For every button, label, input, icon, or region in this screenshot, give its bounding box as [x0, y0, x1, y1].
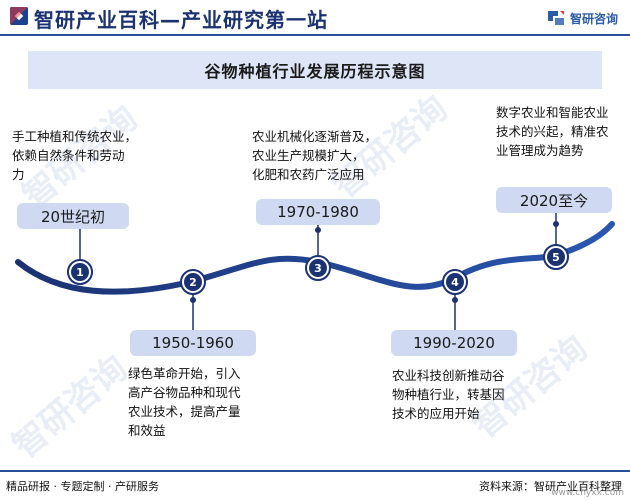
description-line: 手工种植和传统农业， [12, 129, 138, 144]
connector-dot-2 [190, 297, 196, 303]
milestone-description-2: 绿色革命开始，引入 高产谷物品种和现代 农业技术，提高产量 和效益 [128, 364, 241, 440]
header-divider [0, 34, 630, 36]
timeline-node-4 [446, 273, 464, 291]
footer-url[interactable]: www.chyxx.com [551, 488, 624, 498]
description-line: 农业机械化逐渐普及， [252, 129, 378, 144]
period-label-4: 1990-2020 [413, 334, 495, 352]
timeline-node-3 [309, 259, 327, 277]
timeline-node-number-1: 1 [76, 266, 84, 279]
period-label-2: 1950-1960 [152, 334, 234, 352]
description-line: 物种植行业，转基因 [392, 387, 505, 402]
milestone-pill-5: 2020至今 [496, 187, 612, 213]
timeline-node-number-4: 4 [451, 276, 459, 289]
description-line: 农业技术，提高产量 [128, 404, 241, 419]
footer-divider [0, 470, 630, 472]
period-label-1: 20世纪初 [40, 207, 106, 226]
description-line: 力 [12, 167, 25, 182]
description-line: 业管理成为趋势 [496, 143, 584, 158]
description-line: 化肥和农药广泛应用 [252, 167, 365, 182]
connector-dot-5 [553, 221, 559, 227]
milestone-description-3: 农业机械化逐渐普及， 农业生产规模扩大， 化肥和农药广泛应用 [252, 127, 377, 184]
connector-dot-4 [452, 297, 458, 303]
connector-dot-3 [315, 227, 321, 233]
logo-icon [545, 9, 566, 27]
footer-source: 资料来源：智研产业百科整理 [479, 480, 622, 493]
milestone-description-1: 手工种植和传统农业， 依赖自然条件和劳动 力 [12, 127, 137, 184]
milestone-pill-1: 20世纪初 [17, 203, 129, 229]
milestone-description-4: 农业科技创新推动谷 物种植行业，转基因 技术的应用开始 [392, 366, 505, 423]
description-line: 绿色革命开始，引入 [128, 366, 241, 381]
milestone-pill-2: 1950-1960 [130, 330, 256, 356]
description-line: 依赖自然条件和劳动 [12, 148, 125, 163]
period-label-5: 2020至今 [519, 191, 589, 210]
diagram-title: 谷物种植行业发展历程示意图 [204, 62, 426, 81]
milestone-description-5: 数字农业和智能农业 技术的兴起，精准农 业管理成为趋势 [496, 103, 609, 160]
description-line: 数字农业和智能农业 [496, 105, 609, 120]
timeline-node-number-2: 2 [189, 276, 197, 289]
description-line: 技术的应用开始 [392, 406, 480, 421]
description-line: 高产谷物品种和现代 [128, 385, 241, 400]
brand-logo[interactable]: 智研咨询 [545, 8, 618, 28]
logo-text: 智研咨询 [569, 11, 618, 26]
timeline-node-2 [184, 273, 202, 291]
period-label-3: 1970-1980 [277, 203, 359, 221]
footer-services: 精品研报 · 专题定制 · 产研服务 [6, 480, 159, 493]
diagram-title-banner: 谷物种植行业发展历程示意图 [28, 51, 602, 89]
timeline-node-5 [547, 248, 565, 266]
zhiyan-logo-icon [10, 7, 28, 25]
description-line: 农业科技创新推动谷 [392, 368, 505, 383]
description-line: 农业生产规模扩大， [252, 148, 365, 163]
header-bar: 智研产业百科—产业研究第一站 智研咨询 [0, 0, 630, 34]
milestone-pill-3: 1970-1980 [256, 199, 380, 225]
milestone-pill-4: 1990-2020 [391, 330, 517, 356]
site-title: 智研产业百科—产业研究第一站 [34, 8, 328, 32]
timeline-node-number-3: 3 [314, 262, 322, 275]
description-line: 技术的兴起，精准农 [496, 124, 609, 139]
timeline-node-number-5: 5 [552, 251, 560, 264]
timeline-node-1 [71, 263, 89, 281]
footer: 精品研报 · 专题定制 · 产研服务 资料来源：智研产业百科整理 [0, 470, 630, 500]
description-line: 和效益 [128, 423, 166, 438]
